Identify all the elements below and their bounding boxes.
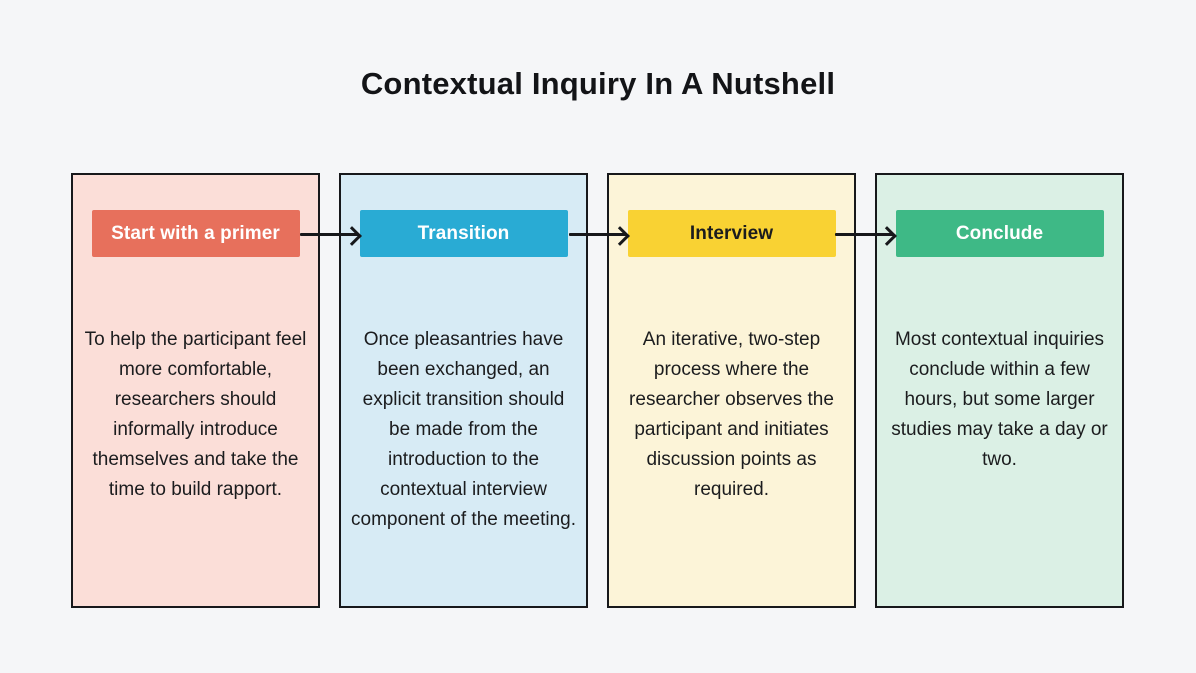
step-body-interview: An iterative, two-step process where the… — [629, 329, 834, 500]
step-card-primer: Start with a primer To help the particip… — [71, 173, 320, 608]
step-label-conclude: Conclude — [895, 210, 1104, 257]
step-label-primer: Start with a primer — [91, 210, 300, 257]
flow-arrow-3-icon — [835, 233, 894, 236]
step-label-interview: Interview — [627, 210, 836, 257]
steps-row: Start with a primer To help the particip… — [71, 173, 1124, 608]
flow-arrow-2-icon — [569, 233, 627, 236]
step-card-interview: Interview An iterative, two-step process… — [607, 173, 856, 608]
step-card-transition: Transition Once pleasantries have been e… — [339, 173, 588, 608]
flow-arrow-1-icon — [300, 233, 359, 236]
step-body-conclude: Most contextual inquiries conclude withi… — [891, 329, 1108, 470]
step-body-transition: Once pleasantries have been exchanged, a… — [351, 329, 576, 530]
step-card-conclude: Conclude Most contextual inquiries concl… — [875, 173, 1124, 608]
step-body-primer: To help the participant feel more comfor… — [84, 329, 307, 500]
page-title: Contextual Inquiry In A Nutshell — [360, 66, 836, 101]
step-label-transition: Transition — [359, 210, 568, 257]
